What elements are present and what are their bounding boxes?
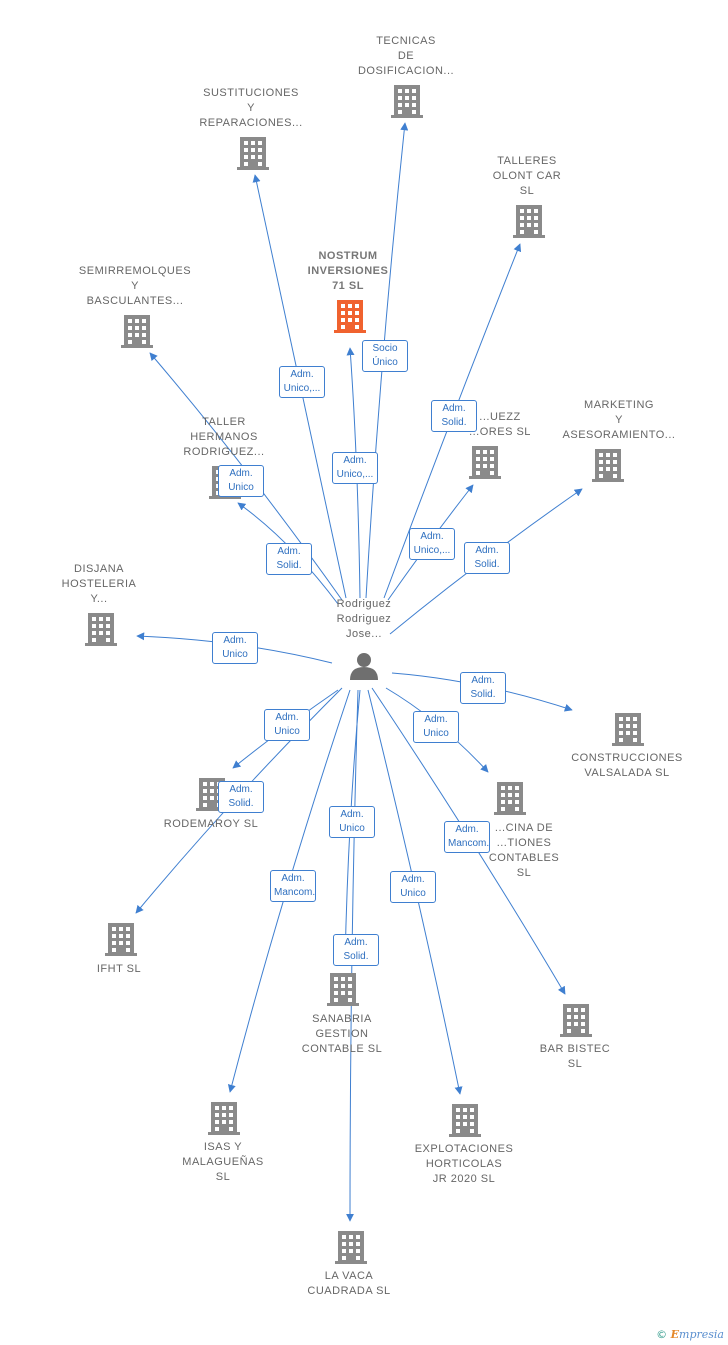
building-icon-rodriguezz[interactable] (469, 446, 501, 479)
building-icon-oficina[interactable] (494, 782, 526, 815)
building-icon-marketing[interactable] (592, 449, 624, 482)
relation-badge-la-vaca[interactable]: Adm. Unico (329, 806, 375, 838)
company-label-talleres-olont[interactable]: TALLERES OLONT CAR SL (492, 155, 562, 197)
company-label-semirremolques[interactable]: SEMIRREMOLQUES Y BASCULANTES... (78, 265, 192, 307)
relation-badge-bar-bistec[interactable]: Adm. Mancom. (444, 821, 490, 853)
building-icon-la-vaca[interactable] (335, 1231, 367, 1264)
relation-badge-explotaciones[interactable]: Adm. Unico (390, 871, 436, 903)
company-label-ifht[interactable]: IFHT SL (96, 963, 142, 975)
building-icon-bar-bistec[interactable] (560, 1004, 592, 1037)
company-label-disjana[interactable]: DISJANA HOSTELERIA Y... (61, 563, 137, 605)
relation-badge-oficina[interactable]: Adm. Unico (413, 711, 459, 743)
relation-badge-sustituciones[interactable]: Adm. Unico,... (279, 366, 325, 398)
building-icon-tecnicas[interactable] (391, 85, 423, 118)
company-label-tecnicas[interactable]: TECNICAS DE DOSIFICACION... (357, 35, 455, 77)
relation-badge-talleres-olont[interactable]: Adm. Solid. (431, 400, 477, 432)
company-label-rodemaroy[interactable]: RODEMAROY SL (163, 818, 259, 830)
building-icon-talleres-olont[interactable] (513, 205, 545, 238)
company-label-construcciones[interactable]: CONSTRUCCIONES VALSALADA SL (571, 752, 683, 779)
building-icon-sustituciones[interactable] (237, 137, 269, 170)
company-label-rodriguezz[interactable]: ...UEZZ ...ORES SL (469, 411, 531, 438)
building-icon-ifht[interactable] (105, 923, 137, 956)
company-label-taller-hermanos[interactable]: TALLER HERMANOS RODRIGUEZ... (183, 416, 265, 458)
company-label-sanabria[interactable]: SANABRIA GESTION CONTABLE SL (301, 1013, 383, 1055)
building-icon-construcciones[interactable] (612, 713, 644, 746)
building-icon-explotaciones[interactable] (449, 1104, 481, 1137)
relation-badge-tecnicas[interactable]: Socio Único (362, 340, 408, 372)
building-icon-semirremolques[interactable] (121, 315, 153, 348)
company-label-explotaciones[interactable]: EXPLOTACIONES HORTICOLAS JR 2020 SL (414, 1143, 514, 1185)
relation-badge-semirremolques[interactable]: Adm. Solid. (266, 543, 312, 575)
building-icon-disjana[interactable] (85, 613, 117, 646)
relation-badge-rodriguezz[interactable]: Adm. Unico,... (409, 528, 455, 560)
relation-badge-sanabria[interactable]: Adm. Solid. (333, 934, 379, 966)
company-label-sustituciones[interactable]: SUSTITUCIONES Y REPARACIONES... (199, 87, 303, 129)
relation-badge-isas[interactable]: Adm. Mancom. (270, 870, 316, 902)
relation-badge-construcciones[interactable]: Adm. Solid. (460, 672, 506, 704)
relation-badge-rodemaroy[interactable]: Adm. Unico (264, 709, 310, 741)
relation-badge-nostrum[interactable]: Adm. Unico,... (332, 452, 378, 484)
relation-badge-taller-hermanos[interactable]: Adm. Unico (218, 465, 264, 497)
person-label[interactable]: Rodriguez Rodriguez Jose... (336, 598, 392, 640)
company-label-nostrum[interactable]: NOSTRUM INVERSIONES 71 SL (307, 250, 389, 292)
building-icon-isas[interactable] (208, 1102, 240, 1135)
empresia-logo: © Empresia (656, 1328, 724, 1341)
relation-badge-marketing[interactable]: Adm. Solid. (464, 542, 510, 574)
company-label-marketing[interactable]: MARKETING Y ASESORAMIENTO... (562, 399, 676, 441)
relation-badge-disjana[interactable]: Adm. Unico (212, 632, 258, 664)
company-label-oficina[interactable]: ...CINA DE ...TIONES CONTABLES SL (488, 822, 560, 879)
relation-badge-ifht[interactable]: Adm. Solid. (218, 781, 264, 813)
company-label-la-vaca[interactable]: LA VACA CUADRADA SL (307, 1270, 391, 1297)
building-icon-sanabria[interactable] (327, 973, 359, 1006)
building-icon-nostrum[interactable] (334, 300, 366, 333)
company-label-bar-bistec[interactable]: BAR BISTEC SL (539, 1043, 611, 1070)
company-label-isas[interactable]: ISAS Y MALAGUEÑAS SL (182, 1141, 264, 1183)
person-icon[interactable] (350, 653, 378, 680)
